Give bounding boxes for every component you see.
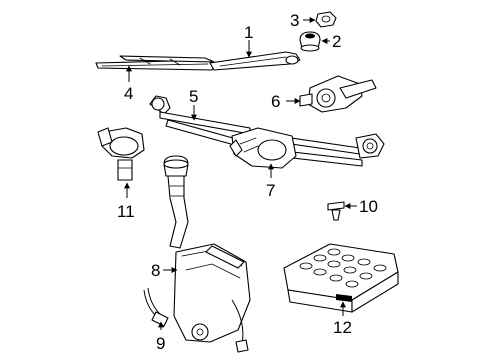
callout-3: 3 [290, 11, 299, 30]
wiper-arm [209, 51, 301, 71]
wiper-motor [229, 127, 297, 169]
callout-1: 1 [244, 23, 253, 42]
washer-pump [97, 127, 145, 181]
washer-reservoir [163, 155, 251, 353]
callout-9: 9 [156, 334, 165, 353]
callout-11: 11 [117, 202, 135, 221]
washer-hose [143, 287, 169, 327]
pivot-nut [315, 11, 337, 28]
callout-6: 6 [271, 92, 280, 111]
module-connector-grid [299, 248, 387, 288]
callout-numbers: 1 2 3 4 5 6 7 8 9 10 11 12 [117, 11, 378, 353]
callout-8: 8 [151, 261, 160, 280]
wiper-motor-bracket [299, 75, 377, 113]
leader-lines [124, 17, 357, 330]
callout-10: 10 [359, 197, 378, 216]
callout-5: 5 [189, 87, 198, 106]
callout-12: 12 [333, 318, 352, 337]
control-module [283, 243, 399, 313]
callout-2: 2 [332, 32, 341, 51]
callout-4: 4 [124, 84, 133, 103]
pivot-cap [299, 31, 321, 52]
wiper-blade [95, 55, 217, 71]
retainer-clip [327, 201, 345, 221]
callout-7: 7 [266, 181, 275, 200]
